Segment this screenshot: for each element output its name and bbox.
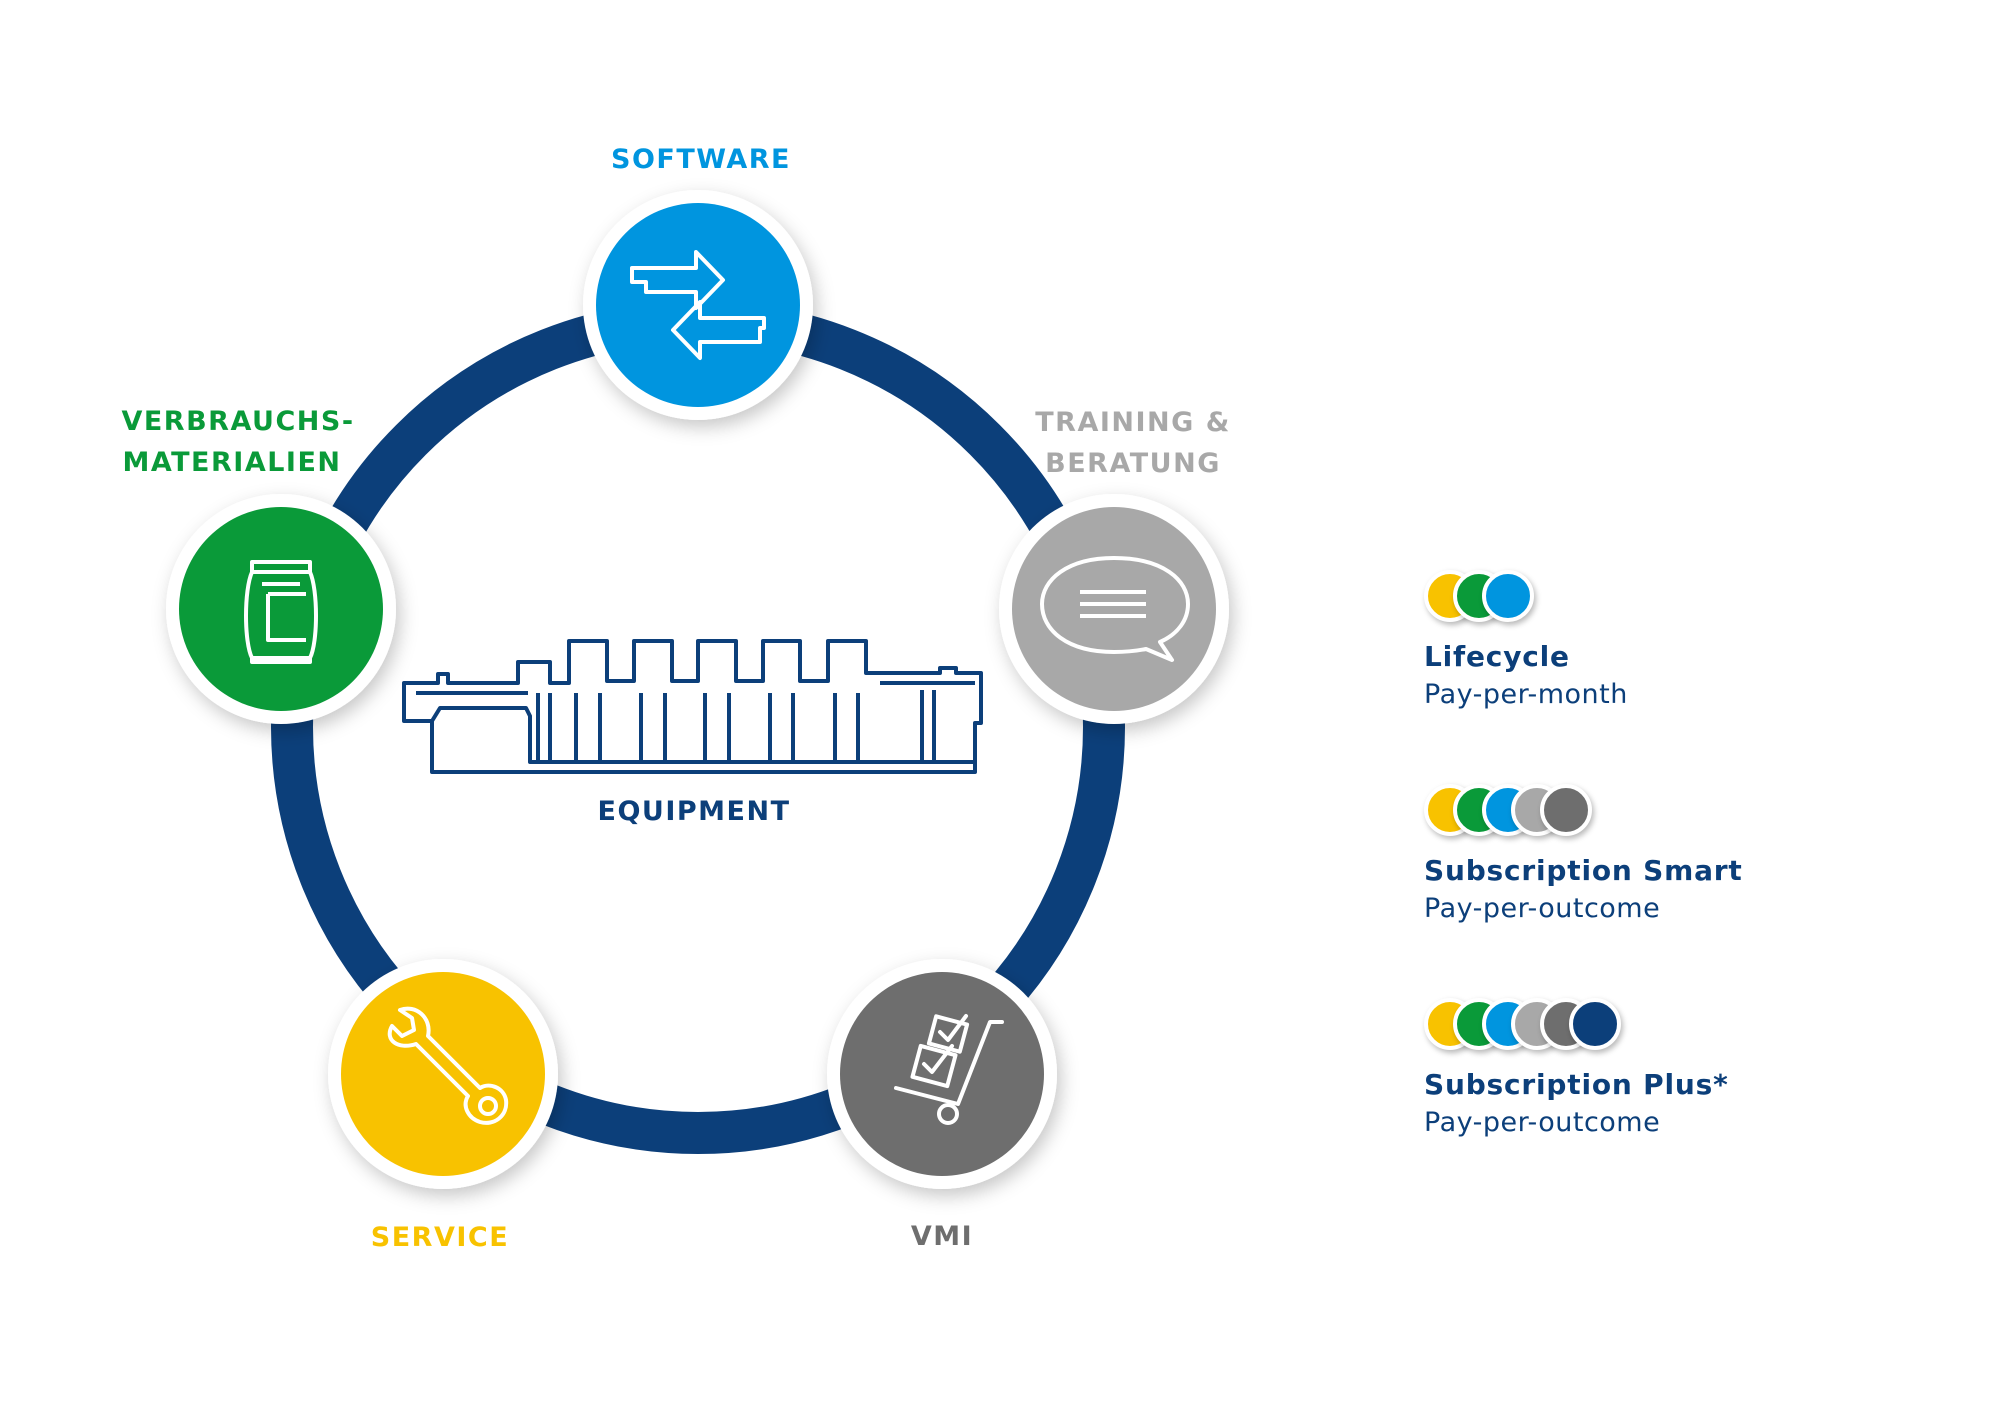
service-node: SERVICE <box>328 959 558 1253</box>
printing-press-icon <box>402 639 983 774</box>
plan-subtitle: Pay-per-month <box>1424 679 1628 710</box>
plan-subscription-plus: Subscription Plus* Pay-per-outcome <box>1424 998 1844 1212</box>
training-label-line2: BERATUNG <box>1045 448 1221 479</box>
color-dot <box>1569 998 1621 1050</box>
vmi-circle <box>840 972 1044 1176</box>
training-label-line1: TRAINING & <box>1035 407 1231 438</box>
consumables-label-line2: MATERIALIEN <box>122 447 341 478</box>
plan-color-dots <box>1424 570 1844 630</box>
plan-name: Subscription Smart <box>1424 854 1743 887</box>
software-node: SOFTWARE <box>583 144 813 420</box>
plan-color-dots <box>1424 998 1844 1058</box>
vmi-node: VMI <box>827 959 1057 1252</box>
arrows-exchange-icon <box>630 250 766 360</box>
plan-legend: Lifecycle Pay-per-month Subscription Sma… <box>1424 570 1844 1212</box>
plan-subtitle: Pay-per-outcome <box>1424 893 1661 924</box>
wrench-icon <box>387 1006 509 1125</box>
consumables-container-icon <box>244 560 318 664</box>
consumables-label-line1: VERBRAUCHS- <box>121 406 354 437</box>
plan-subtitle: Pay-per-outcome <box>1424 1107 1661 1138</box>
plan-color-dots <box>1424 784 1844 844</box>
training-circle <box>1012 507 1216 711</box>
equipment-label: EQUIPMENT <box>598 796 791 827</box>
service-circle <box>341 972 545 1176</box>
hand-truck-icon <box>894 1014 1004 1125</box>
color-dot <box>1482 570 1534 622</box>
service-label: SERVICE <box>371 1222 509 1253</box>
plan-name: Lifecycle <box>1424 640 1570 673</box>
consumables-node: VERBRAUCHS- MATERIALIEN <box>121 406 396 724</box>
software-label: SOFTWARE <box>611 144 791 175</box>
vmi-label: VMI <box>911 1221 973 1252</box>
speech-bubble-icon <box>1040 556 1190 662</box>
consumables-circle <box>179 507 383 711</box>
color-dot <box>1540 784 1592 836</box>
plan-subscription-smart: Subscription Smart Pay-per-outcome <box>1424 784 1844 998</box>
plan-lifecycle: Lifecycle Pay-per-month <box>1424 570 1844 784</box>
training-node: TRAINING & BERATUNG <box>999 407 1231 724</box>
plan-name: Subscription Plus* <box>1424 1068 1729 1101</box>
